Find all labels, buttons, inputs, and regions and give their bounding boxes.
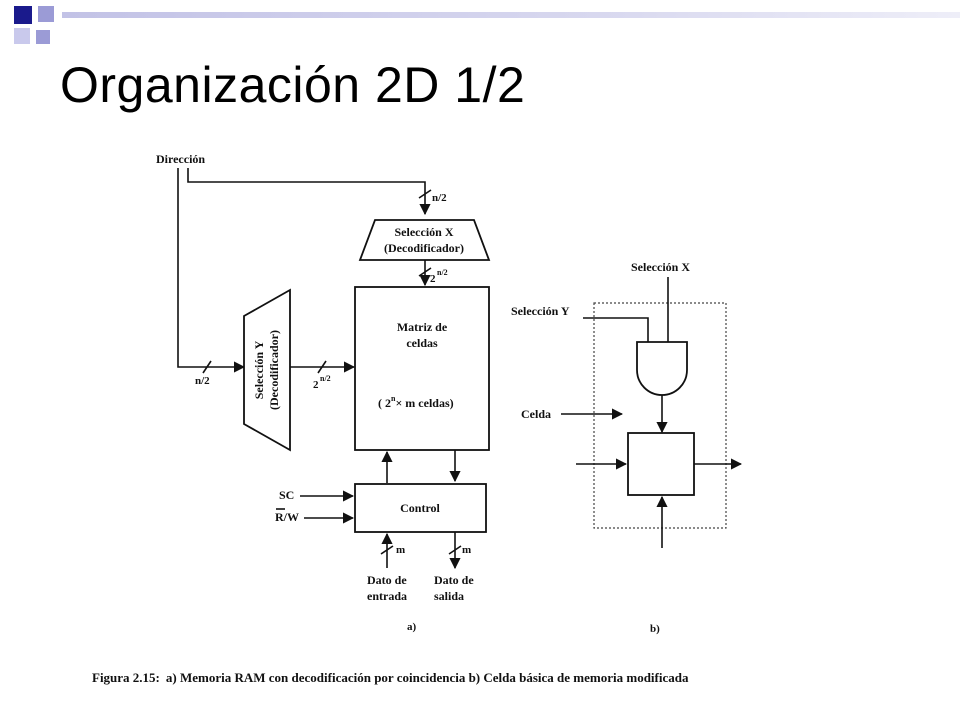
header-bar bbox=[62, 12, 960, 18]
bus-slash-in bbox=[380, 545, 394, 555]
control-block bbox=[354, 483, 487, 533]
sel-x-line2: (Decodificador) bbox=[384, 241, 464, 255]
dato-salida-1: Dato de bbox=[434, 573, 474, 587]
pow-y-exp: n/2 bbox=[320, 374, 331, 383]
and-gate bbox=[636, 341, 688, 396]
sel-y-b-label: Selección Y bbox=[511, 304, 570, 318]
selector-x-decoder bbox=[358, 219, 491, 261]
address-line-y bbox=[177, 168, 246, 373]
figure-a: Dirección n/2 n/2 Selección X (Decodific… bbox=[156, 152, 491, 633]
pow-x-base: 2 bbox=[430, 273, 436, 285]
dato-salida-2: salida bbox=[434, 589, 464, 603]
control-label: Control bbox=[400, 501, 440, 515]
sel-x-b-label: Selección X bbox=[631, 260, 690, 274]
m-out-label: m bbox=[462, 544, 471, 556]
corner-square-navy bbox=[14, 6, 32, 24]
bus-slash-out bbox=[448, 545, 462, 555]
dato-entrada-1: Dato de bbox=[367, 573, 407, 587]
matrix-line3: ( 2n× m celdas) bbox=[378, 394, 454, 410]
m-in-label: m bbox=[396, 544, 405, 556]
bus-slash-y bbox=[317, 360, 327, 374]
cell-boundary bbox=[593, 302, 727, 529]
n2-top-label: n/2 bbox=[432, 192, 447, 204]
matrix-line1: Matriz de bbox=[397, 320, 448, 334]
figure-caption: Figura 2.15:a) Memoria RAM con decodific… bbox=[92, 670, 689, 685]
corner-square-lilac-2 bbox=[36, 30, 50, 44]
cell-matrix bbox=[354, 286, 490, 451]
address-line-x bbox=[187, 168, 431, 216]
sel-y-line2: (Decodificador) bbox=[267, 330, 281, 410]
figure-b-label: b) bbox=[650, 623, 660, 635]
celda-label: Celda bbox=[521, 407, 551, 421]
selector-y-decoder bbox=[243, 288, 291, 452]
basic-cell bbox=[627, 432, 695, 496]
sc-label: SC bbox=[279, 488, 294, 502]
rw-label: R/W bbox=[275, 510, 299, 524]
slide-title: Organización 2D 1/2 bbox=[60, 57, 526, 113]
pow-y-base: 2 bbox=[313, 379, 319, 391]
corner-square-pale bbox=[14, 28, 30, 44]
corner-square-lilac bbox=[38, 6, 54, 22]
matrix-line2: celdas bbox=[406, 336, 438, 350]
pow-x-exp: n/2 bbox=[437, 268, 448, 277]
bus-slash-x bbox=[418, 267, 432, 277]
figure-b: Selección X Selección Y Celda b) bbox=[511, 260, 743, 635]
sel-y-b-line bbox=[583, 317, 649, 342]
n2-left-label: n/2 bbox=[195, 375, 210, 387]
bus-slash-left bbox=[202, 360, 212, 374]
bus-slash-top bbox=[418, 189, 432, 199]
sel-x-line1: Selección X bbox=[395, 225, 454, 239]
dato-entrada-2: entrada bbox=[367, 589, 407, 603]
sel-y-line1: Selección Y bbox=[252, 340, 266, 399]
figure-a-label: a) bbox=[407, 621, 417, 633]
direccion-label: Dirección bbox=[156, 152, 205, 166]
